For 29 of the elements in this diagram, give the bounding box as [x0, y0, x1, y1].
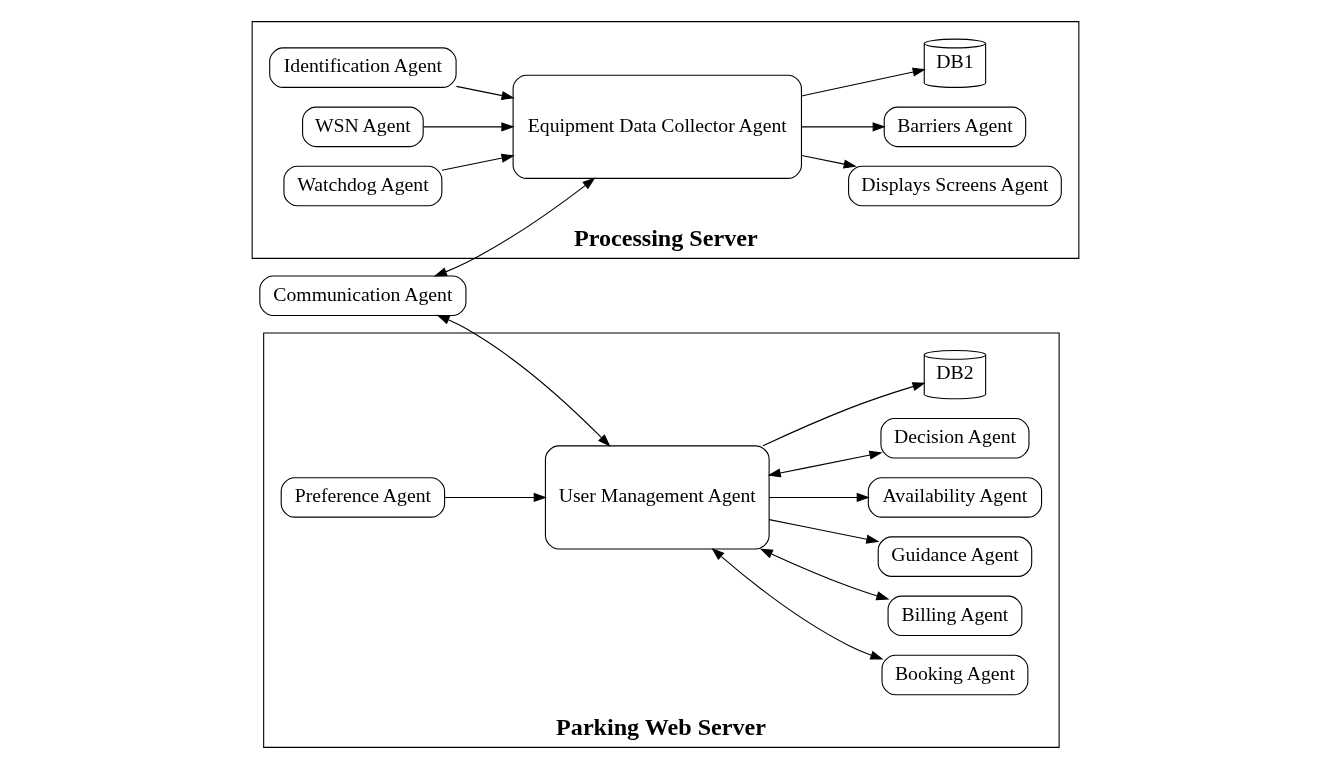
node-box: Booking Agent: [881, 654, 1028, 696]
node-box: User Management Agent: [544, 445, 770, 550]
node-box: Communication Agent: [258, 275, 466, 316]
node-box: Watchdog Agent: [282, 165, 442, 207]
node-box: Decision Agent: [879, 417, 1029, 459]
node-box: Preference Agent: [280, 477, 445, 518]
arrow: [800, 155, 857, 169]
arrow: [800, 122, 886, 132]
arrow: [768, 492, 870, 503]
node-box: Displays Screens Agent: [847, 165, 1062, 207]
node-box: WSN Agent: [301, 106, 424, 148]
arrow: [443, 492, 547, 503]
arrow: [422, 122, 515, 132]
arrow: [759, 548, 889, 601]
arrow: [768, 519, 879, 544]
node-box: Barriers Agent: [883, 106, 1026, 148]
arrow: [435, 314, 611, 447]
arrow: [767, 450, 883, 478]
node-box: Identification Agent: [268, 47, 457, 88]
node-box: Equipment Data Collector Agent: [512, 74, 802, 179]
arrow: [440, 153, 515, 171]
arrow: [710, 547, 884, 660]
arrow: [455, 85, 515, 101]
arrow: [800, 67, 926, 97]
arrow: [433, 177, 595, 277]
node-box: Billing Agent: [887, 595, 1022, 637]
node-box: Guidance Agent: [877, 536, 1032, 577]
arrow: [761, 382, 926, 447]
node-box: Availability Agent: [867, 477, 1042, 518]
